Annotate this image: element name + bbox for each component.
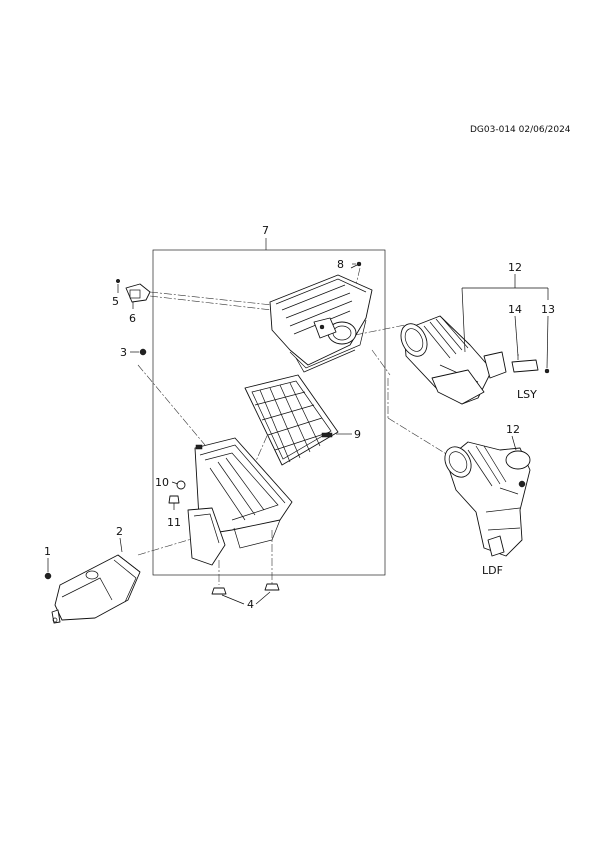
variant-label-lsy: LSY — [517, 388, 537, 401]
screw-5 — [115, 278, 121, 293]
leaders-12-13-14 — [461, 274, 549, 369]
nut-3 — [130, 348, 147, 356]
outlet-duct-ldf — [444, 435, 531, 557]
callout-3: 3 — [120, 346, 127, 359]
callout-1: 1 — [44, 545, 51, 558]
callout-10: 10 — [155, 476, 169, 489]
callout-7: 7 — [262, 224, 269, 237]
callout-9: 9 — [354, 428, 361, 441]
callout-13: 13 — [541, 303, 555, 316]
nut-1 — [44, 558, 52, 580]
callout-8: 8 — [337, 258, 344, 271]
outlet-duct-lsy — [400, 315, 550, 405]
bushing-11 — [168, 495, 180, 510]
leader-2 — [119, 537, 123, 553]
grommets-4 — [211, 583, 280, 605]
callout-5: 5 — [112, 295, 119, 308]
lower-housing — [187, 437, 293, 566]
filter-element — [244, 374, 339, 466]
callout-12-lsy: 12 — [508, 261, 522, 274]
callout-12-ldf: 12 — [506, 423, 520, 436]
screw-8 — [350, 261, 362, 269]
grommet-10 — [171, 480, 186, 490]
assembly-frame — [152, 249, 386, 576]
callout-2: 2 — [116, 525, 123, 538]
air-inlet-duct — [51, 554, 141, 624]
sensor-6 — [125, 283, 151, 309]
callout-14: 14 — [508, 303, 522, 316]
callout-4: 4 — [247, 598, 254, 611]
upper-housing-cover — [269, 274, 373, 373]
callout-6: 6 — [129, 312, 136, 325]
callout-labels: 1 2 3 4 5 6 7 8 9 10 11 12 13 14 12 — [44, 224, 555, 611]
callout-11: 11 — [167, 516, 181, 529]
document-code: DG03-014 02/06/2024 — [470, 125, 571, 135]
variant-label-ldf: LDF — [482, 564, 503, 577]
